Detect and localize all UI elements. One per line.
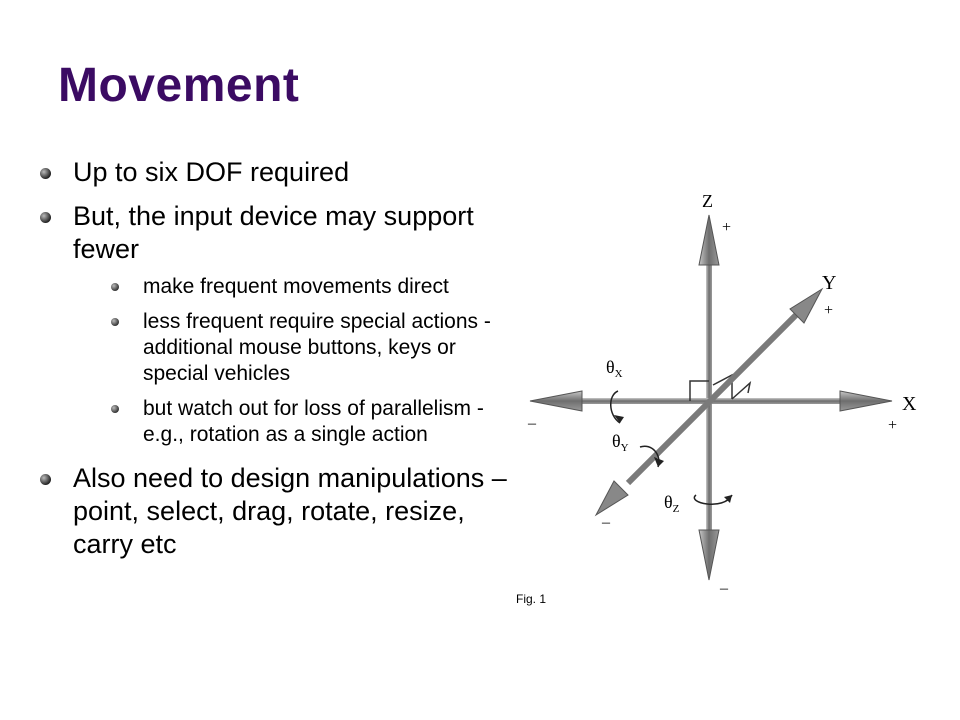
bullet-item: Up to six DOF required bbox=[40, 156, 510, 189]
sub-bullet-list: make frequent movements direct less freq… bbox=[73, 274, 510, 448]
sub-bullet-text: make frequent movements direct bbox=[143, 275, 449, 298]
bullet-text: Up to six DOF required bbox=[73, 157, 350, 187]
y-plus-label: + bbox=[824, 302, 833, 319]
bullet-item: But, the input device may support fewer … bbox=[40, 200, 510, 448]
x-plus-arrowhead bbox=[839, 390, 893, 412]
right-angle-marker bbox=[731, 380, 752, 400]
y-axis-label: Y bbox=[822, 272, 836, 294]
x-plus-label: + bbox=[888, 417, 897, 434]
axes-figure: Z + Y + X + – – – θX θY θZ Fig. 1 bbox=[510, 185, 930, 615]
theta-z-label: θZ bbox=[664, 492, 680, 515]
x-minus-label: – bbox=[527, 415, 537, 432]
y-minus-label: – bbox=[601, 514, 611, 531]
x-minus-arrowhead bbox=[529, 390, 583, 412]
x-axis-label: X bbox=[902, 393, 917, 415]
sub-bullet-text: less frequent require special actions - … bbox=[143, 310, 491, 385]
z-minus-label: – bbox=[719, 580, 729, 597]
y-minus-arrowhead bbox=[594, 480, 629, 517]
theta-x-label: θX bbox=[606, 357, 623, 380]
axes-diagram: Z + Y + X + – – – θX θY θZ Fig. 1 bbox=[516, 191, 917, 606]
z-axis-label: Z bbox=[702, 191, 713, 211]
figure-caption: Fig. 1 bbox=[516, 592, 546, 606]
sub-bullet-item: less frequent require special actions - … bbox=[73, 309, 510, 387]
slide-title: Movement bbox=[58, 59, 300, 112]
bullet-list: Up to six DOF required But, the input de… bbox=[40, 156, 510, 572]
theta-y-label: θY bbox=[612, 431, 629, 454]
z-plus-arrowhead bbox=[698, 214, 720, 266]
z-plus-label: + bbox=[722, 219, 731, 236]
bullet-item: Also need to design manipulations – poin… bbox=[40, 462, 510, 561]
sub-bullet-item: make frequent movements direct bbox=[73, 274, 510, 300]
bullet-text: Also need to design manipulations – poin… bbox=[73, 463, 507, 559]
z-minus-arrowhead bbox=[698, 529, 720, 581]
sub-bullet-item: but watch out for loss of parallelism - … bbox=[73, 396, 510, 448]
x-axis bbox=[529, 390, 893, 412]
theta-x-rotation-arrow bbox=[610, 390, 621, 424]
y-plus-arrowhead bbox=[789, 287, 824, 324]
theta-z-rotation-arrow bbox=[693, 494, 733, 505]
sub-bullet-text: but watch out for loss of parallelism - … bbox=[143, 397, 484, 446]
right-angle-marker bbox=[689, 380, 709, 401]
bullet-text: But, the input device may support fewer bbox=[73, 201, 474, 264]
